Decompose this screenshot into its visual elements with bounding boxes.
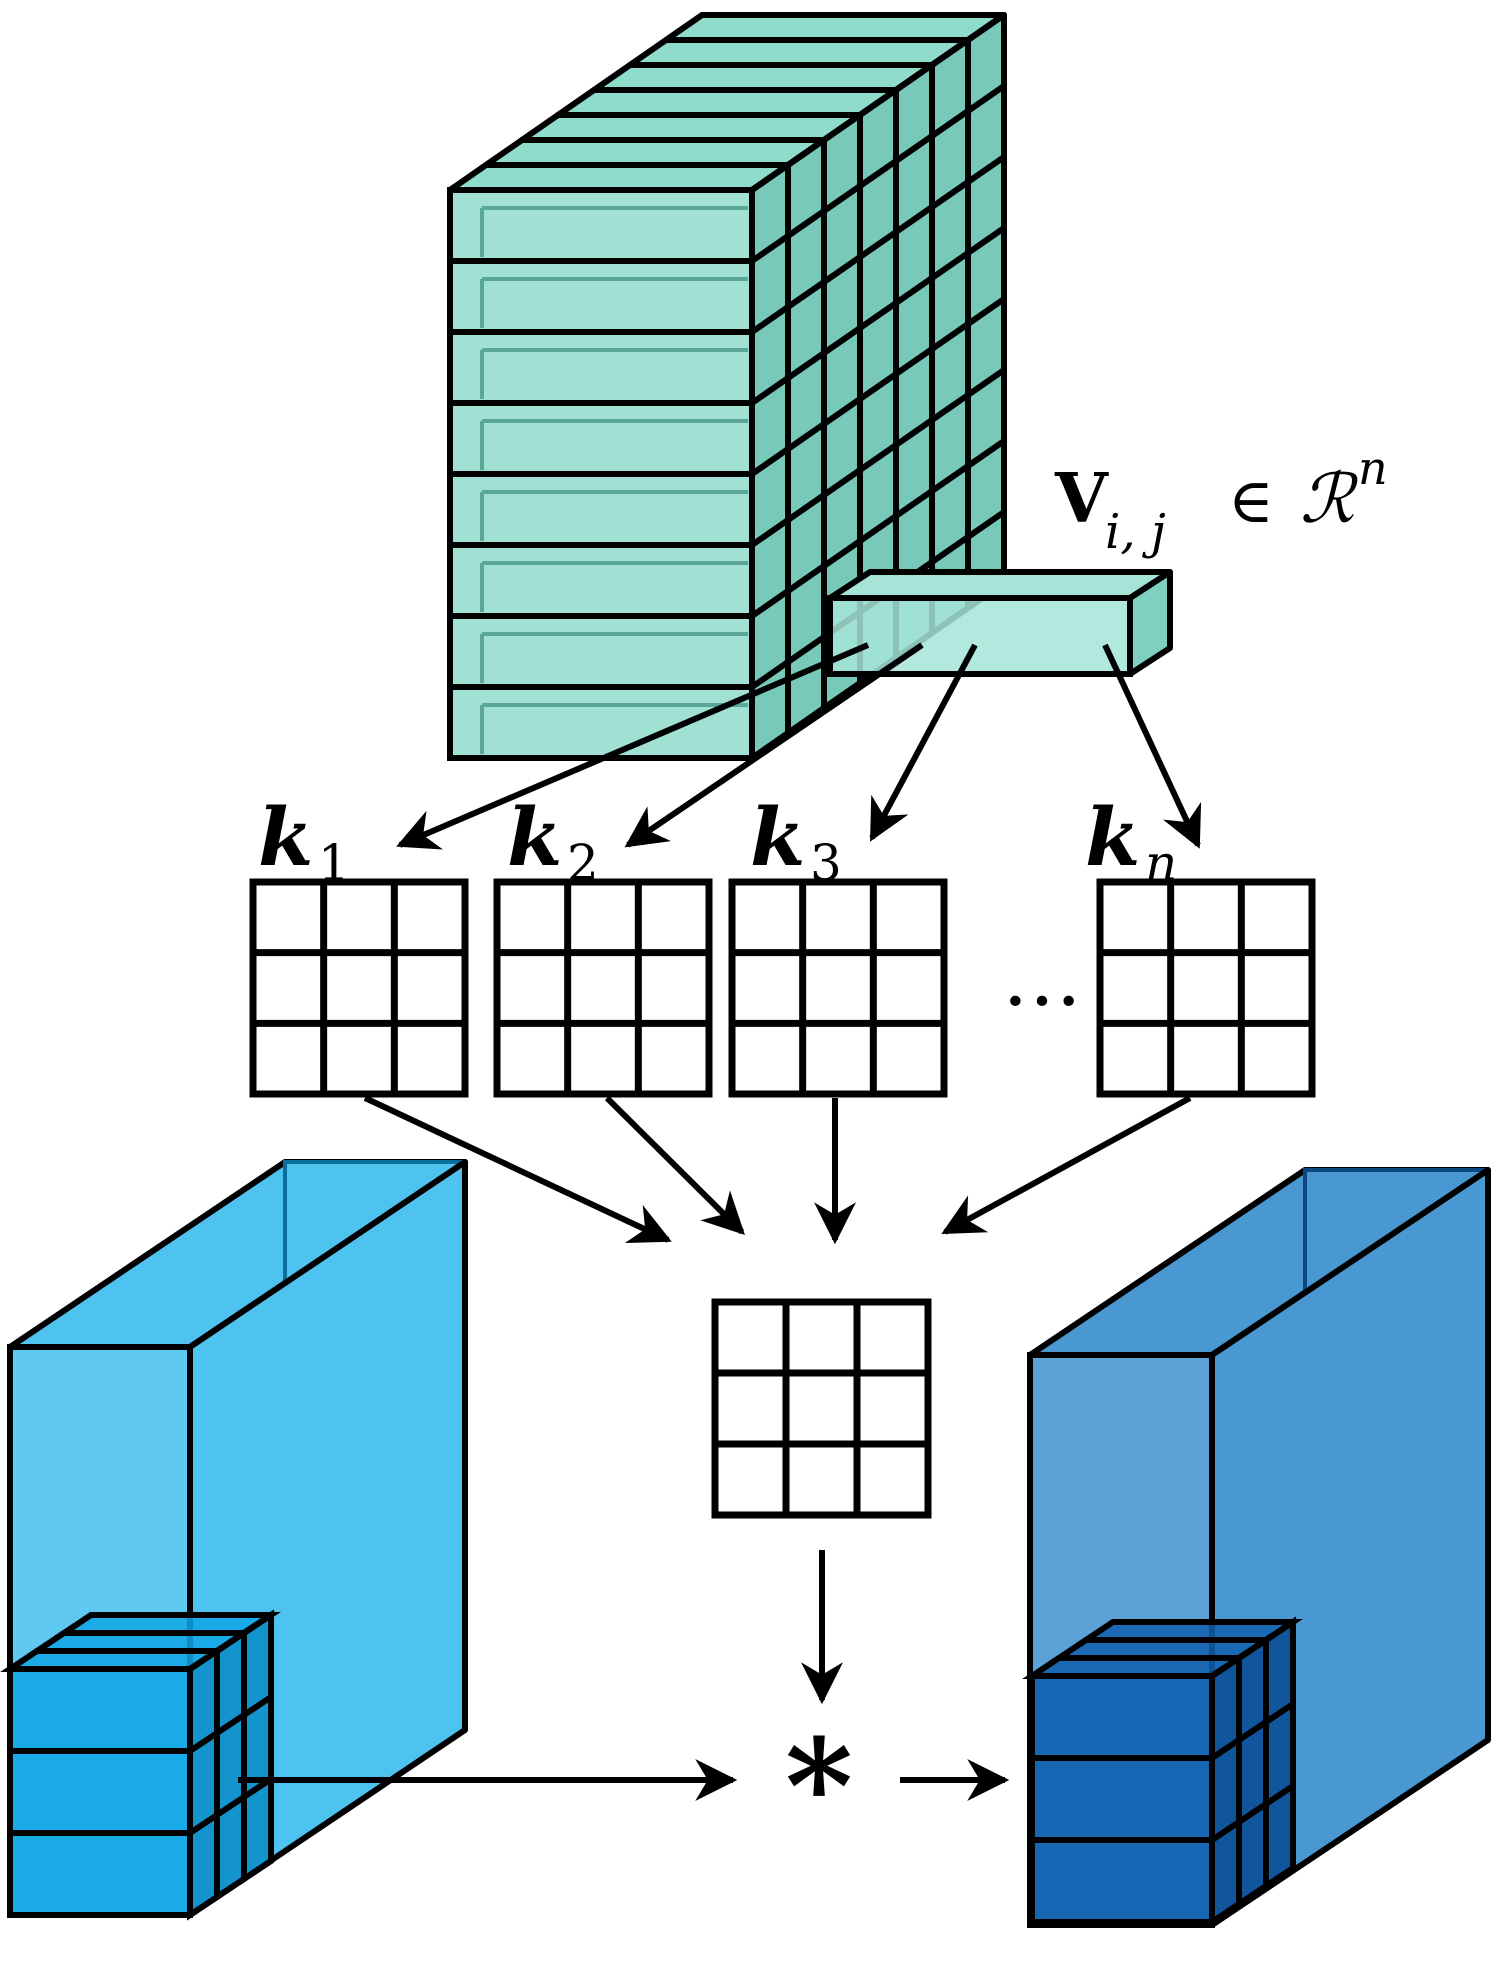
kernel-label-n: k n bbox=[1085, 790, 1177, 892]
kernel-grid-n bbox=[1096, 878, 1316, 1098]
tensor-cell bbox=[447, 258, 755, 335]
kernel-label-1: k 1 bbox=[258, 790, 350, 892]
patch-cell bbox=[1029, 1837, 1215, 1925]
tensor-cell bbox=[447, 329, 755, 406]
patch-cell bbox=[1029, 1755, 1215, 1843]
combined-kernel bbox=[711, 1298, 932, 1519]
svg-text:k: k bbox=[1085, 790, 1140, 884]
combined-kernel-grid bbox=[711, 1298, 932, 1519]
real-space-symbol: ℛ bbox=[1300, 460, 1359, 539]
kernel-grids bbox=[249, 878, 1316, 1098]
tensor-cell bbox=[447, 613, 755, 690]
vector-symbol: V bbox=[1054, 459, 1109, 539]
svg-text:k: k bbox=[258, 790, 313, 884]
patch-cell bbox=[7, 1830, 193, 1918]
kernel-labels: k 1 k 2 k 3 k n bbox=[258, 790, 1177, 892]
tensor-cell bbox=[447, 187, 755, 264]
svg-text:k: k bbox=[750, 790, 805, 884]
kernel-label-3: k 3 bbox=[750, 790, 842, 892]
input-patch bbox=[0, 1609, 281, 1921]
vector-subscript: i, j bbox=[1105, 504, 1166, 560]
vector-label: V i, j ∈ ℛ n bbox=[1054, 441, 1388, 560]
kernel-label-2: k 2 bbox=[507, 790, 599, 892]
tensor-cell bbox=[447, 684, 755, 761]
kernel-grid-2 bbox=[493, 878, 713, 1098]
ellipsis: … bbox=[1002, 931, 1082, 1024]
kernel-generation-tensor bbox=[447, 12, 1007, 761]
patch-cell bbox=[7, 1748, 193, 1836]
svg-text:k: k bbox=[507, 790, 562, 884]
tensor-cell bbox=[447, 471, 755, 548]
dimension-superscript: n bbox=[1358, 441, 1388, 495]
tensor-cell bbox=[447, 542, 755, 619]
output-patch bbox=[1022, 1616, 1303, 1928]
element-of-symbol: ∈ bbox=[1228, 464, 1274, 537]
patch-cell bbox=[1029, 1673, 1215, 1761]
kernel-grid-1 bbox=[249, 878, 469, 1098]
vector-to-kernel-arrows bbox=[396, 642, 1202, 850]
vector-v-ij bbox=[827, 569, 1173, 677]
kernel-grid-3 bbox=[728, 878, 948, 1098]
tensor-cell bbox=[447, 400, 755, 477]
convolution-operator: * bbox=[785, 1710, 853, 1863]
patch-cell bbox=[7, 1666, 193, 1754]
kernel-combine-arrows bbox=[363, 1095, 1192, 1245]
